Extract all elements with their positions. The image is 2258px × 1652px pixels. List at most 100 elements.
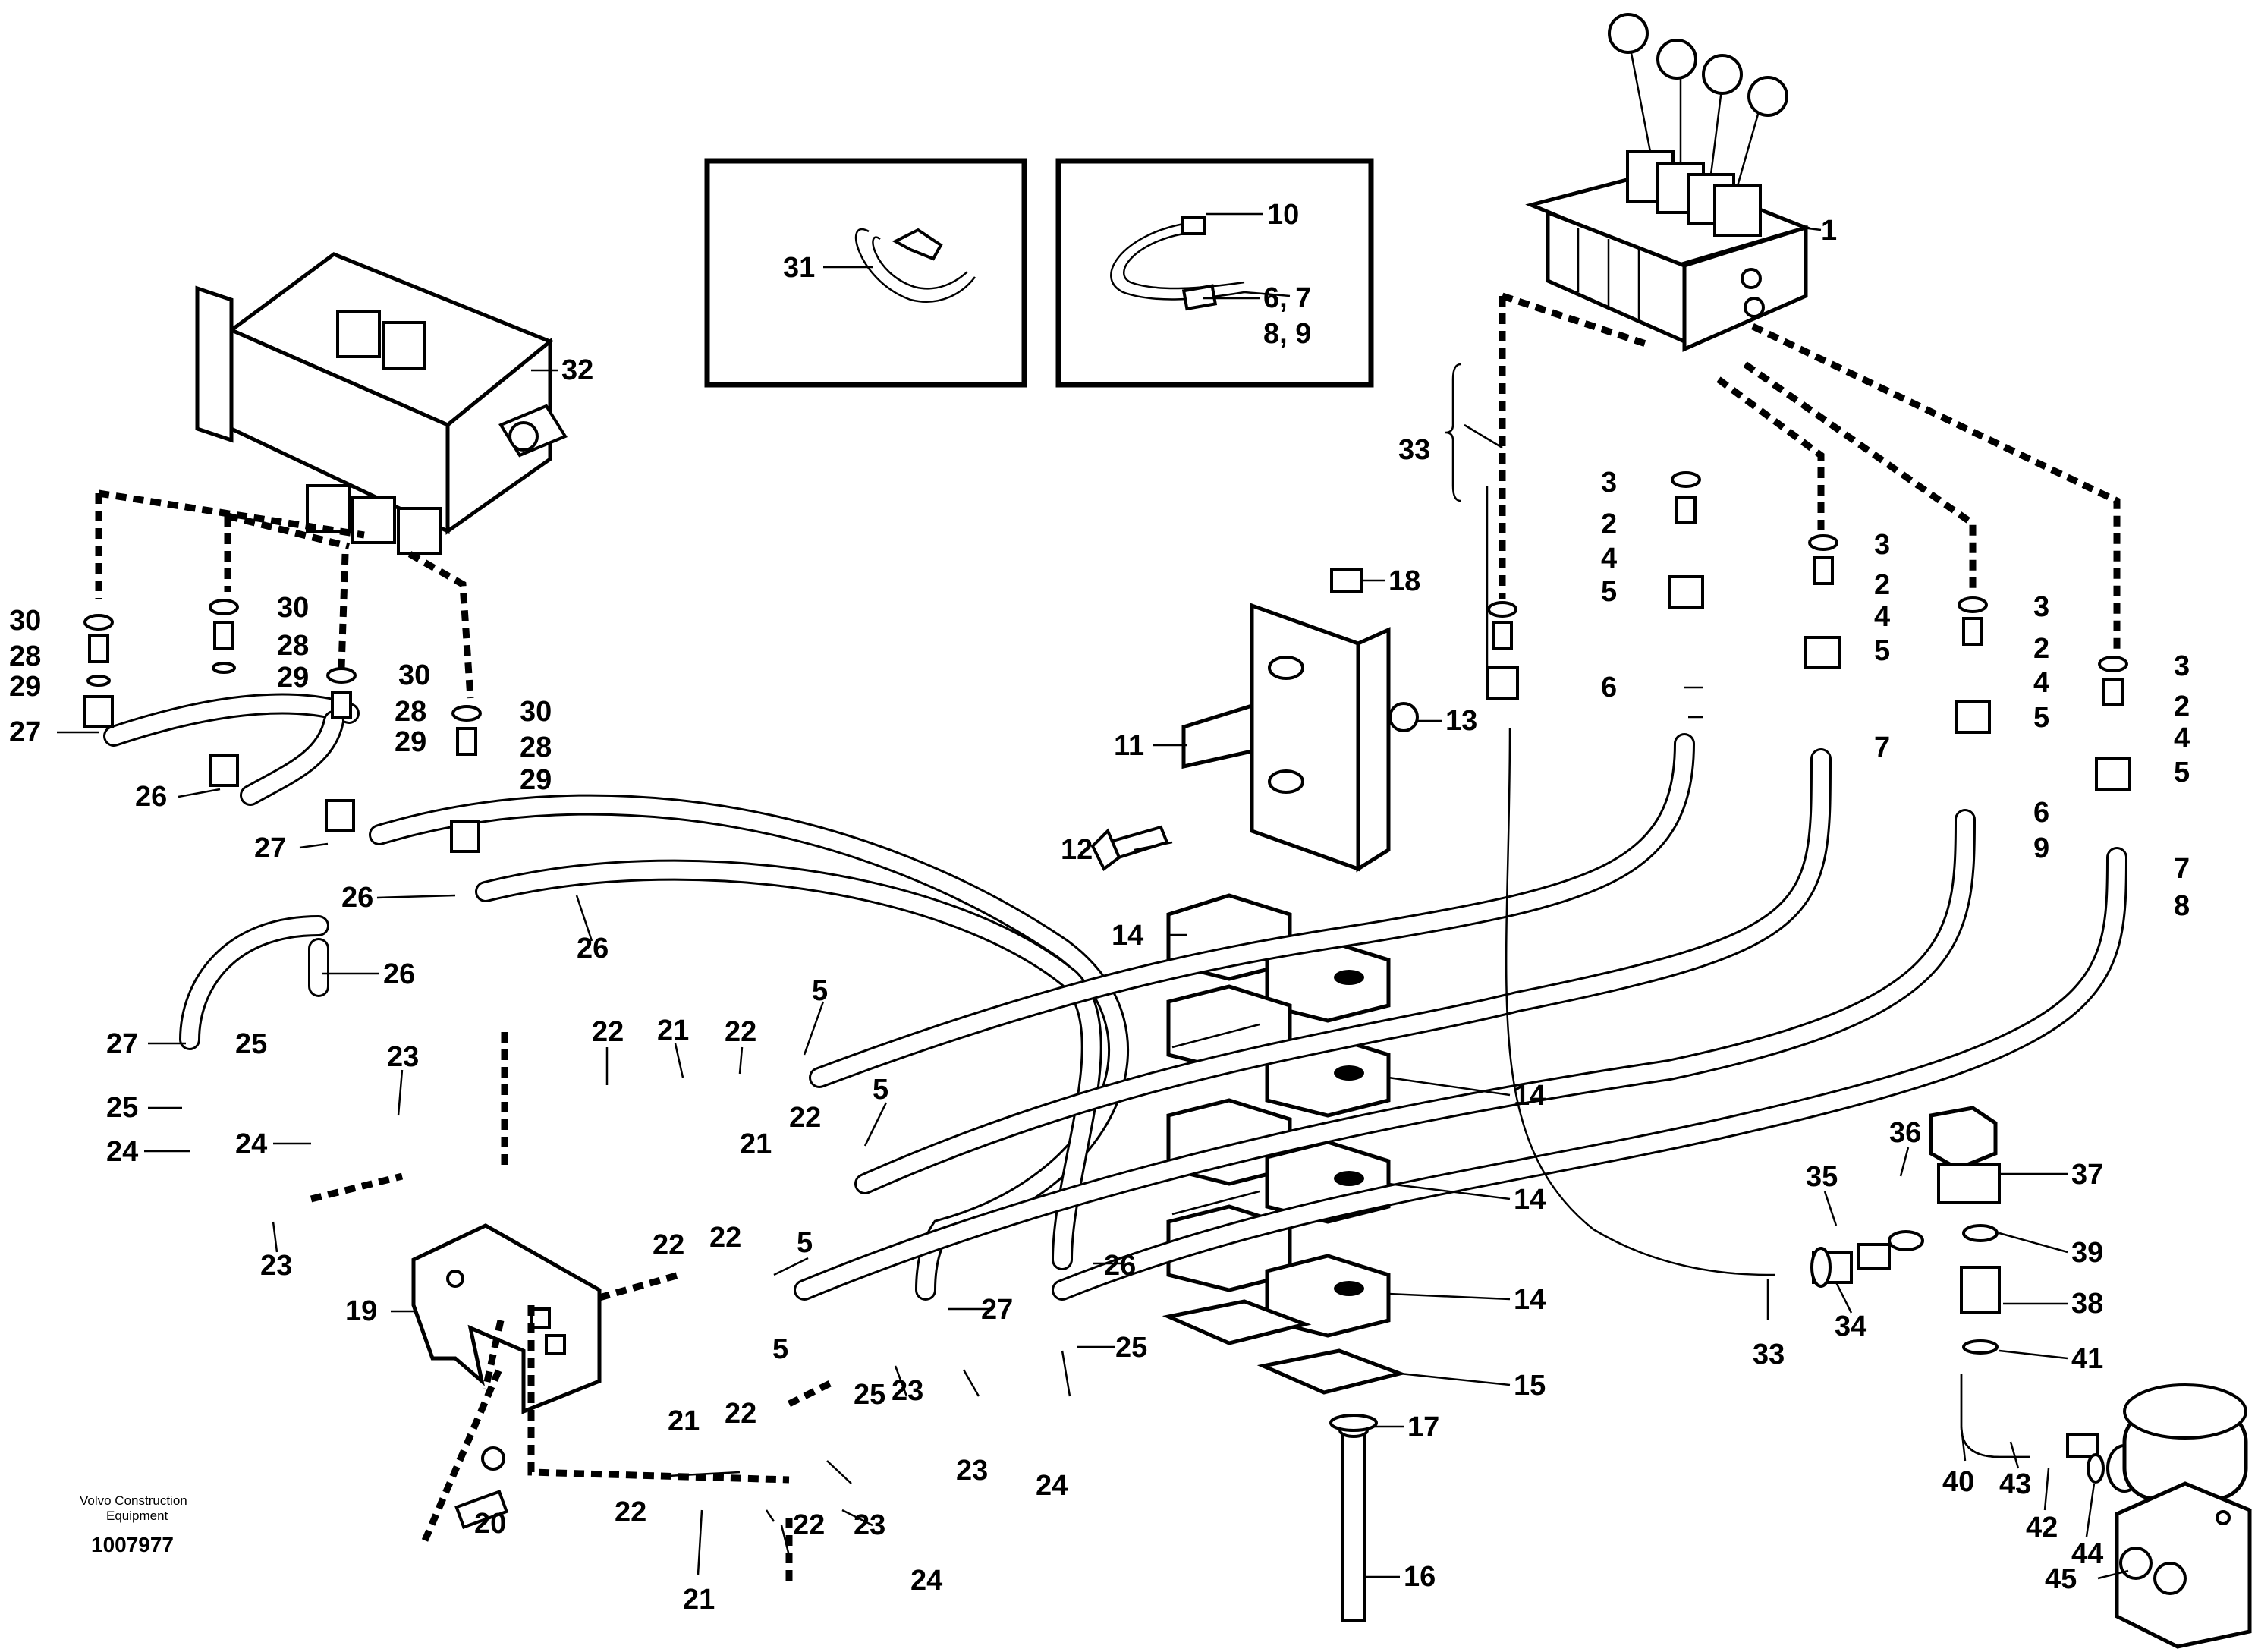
label-28-a: 28: [9, 640, 41, 672]
label-36: 36: [1889, 1117, 1921, 1149]
label-5-b: 5: [1874, 635, 1890, 667]
label-6-b: 6: [2033, 797, 2049, 829]
control-valve-assembly: [1525, 13, 1812, 352]
label-30-c: 30: [398, 659, 430, 691]
mounting-bracket-11: [1181, 603, 1391, 873]
part-labels: 1 10 6, 7 8, 9 31 32 18 13 11 12 14 14 1…: [9, 199, 2190, 1616]
label-6: 6: [1601, 672, 1617, 703]
label-5-d: 5: [2174, 757, 2190, 788]
label-28-c: 28: [395, 696, 426, 728]
label-34: 34: [1835, 1311, 1866, 1342]
label-39: 39: [2071, 1237, 2103, 1269]
label-26-a: 26: [135, 781, 167, 813]
label-29-d: 29: [520, 764, 552, 796]
label-35: 35: [1806, 1161, 1838, 1193]
label-31: 31: [783, 252, 815, 284]
label-22-e: 22: [709, 1222, 741, 1254]
label-9: 9: [2033, 832, 2049, 864]
label-25-a: 25: [235, 1028, 267, 1060]
label-4-a: 4: [1601, 543, 1617, 574]
label-3-b: 3: [1874, 529, 1890, 561]
label-5-f: 5: [873, 1074, 888, 1106]
label-29-a: 29: [9, 671, 41, 703]
label-5-h: 5: [772, 1333, 788, 1365]
label-2-d: 2: [2174, 691, 2190, 722]
fittings: [83, 471, 2252, 1649]
label-26-c: 26: [577, 933, 609, 964]
label-8: 8: [2174, 890, 2190, 922]
label-24-a: 24: [106, 1136, 138, 1168]
label-30-b: 30: [277, 592, 309, 624]
label-7-a: 7: [1874, 732, 1890, 763]
label-11: 11: [1114, 730, 1144, 762]
label-26-e: 26: [1104, 1250, 1136, 1282]
label-1: 1: [1821, 215, 1837, 247]
label-29-c: 29: [395, 726, 426, 758]
label-28-b: 28: [277, 630, 309, 662]
label-30-a: 30: [9, 605, 41, 637]
label-37: 37: [2071, 1159, 2103, 1191]
label-14-c: 14: [1514, 1184, 1546, 1216]
label-23-d: 23: [854, 1509, 885, 1541]
label-45: 45: [2045, 1563, 2077, 1595]
label-14-a: 14: [1112, 920, 1143, 952]
footer-credit: Volvo Construction Equipment 1007977: [80, 1493, 187, 1556]
label-8-9: 8, 9: [1263, 318, 1311, 350]
label-5-c: 5: [2033, 702, 2049, 734]
label-29-b: 29: [277, 662, 309, 694]
label-2-b: 2: [1874, 569, 1890, 601]
company-name-line1: Volvo Construction: [80, 1493, 187, 1508]
company-name-line2: Equipment: [106, 1509, 168, 1523]
label-21-a: 21: [657, 1015, 689, 1046]
leader-lines: [57, 212, 2129, 1580]
dashed-connection-lines: [95, 292, 2121, 1586]
label-10: 10: [1267, 199, 1299, 231]
label-14-b: 14: [1514, 1080, 1546, 1112]
label-25-c: 25: [1115, 1332, 1147, 1364]
label-24-c: 24: [1036, 1470, 1068, 1502]
label-26-b: 26: [341, 882, 373, 914]
bracket-19: [411, 1223, 602, 1414]
label-21-d: 21: [683, 1584, 715, 1616]
label-15: 15: [1514, 1370, 1546, 1402]
label-27-a: 27: [9, 716, 41, 748]
label-3-a: 3: [1601, 467, 1617, 499]
hose-lines: [103, 486, 2127, 1301]
label-33-a: 33: [1398, 434, 1430, 466]
label-18: 18: [1388, 565, 1420, 597]
label-2-a: 2: [1601, 508, 1617, 540]
label-21-b: 21: [740, 1128, 772, 1160]
label-26-d: 26: [383, 958, 415, 990]
label-23-e: 23: [892, 1375, 923, 1407]
label-27-d: 27: [981, 1294, 1013, 1326]
label-27-b: 27: [254, 832, 286, 864]
label-12: 12: [1061, 834, 1093, 866]
label-3-d: 3: [2174, 650, 2190, 682]
label-25-d: 25: [854, 1379, 885, 1411]
label-22-h: 22: [793, 1509, 825, 1541]
label-32: 32: [561, 354, 593, 386]
label-43: 43: [1999, 1468, 2031, 1500]
label-2-c: 2: [2033, 633, 2049, 665]
label-23-a: 23: [387, 1041, 419, 1073]
label-3-c: 3: [2033, 591, 2049, 623]
label-22-c: 22: [789, 1102, 821, 1134]
label-16: 16: [1404, 1561, 1436, 1593]
inset-box-cable-tie: [704, 158, 1027, 388]
label-7-b: 7: [2174, 853, 2190, 885]
label-5-a: 5: [1601, 576, 1617, 608]
label-5-e: 5: [812, 975, 828, 1007]
label-6-7: 6, 7: [1263, 282, 1311, 314]
label-25-b: 25: [106, 1092, 138, 1124]
label-42: 42: [2026, 1512, 2058, 1543]
label-27-c: 27: [106, 1028, 138, 1060]
label-21-c: 21: [668, 1405, 700, 1437]
label-33-b: 33: [1753, 1339, 1785, 1370]
label-4-c: 4: [2033, 667, 2049, 699]
label-24-b: 24: [235, 1128, 267, 1160]
pilot-valve-block: [195, 252, 568, 555]
label-22-b: 22: [725, 1016, 756, 1048]
label-28-d: 28: [520, 732, 552, 763]
label-23-c: 23: [956, 1455, 988, 1487]
